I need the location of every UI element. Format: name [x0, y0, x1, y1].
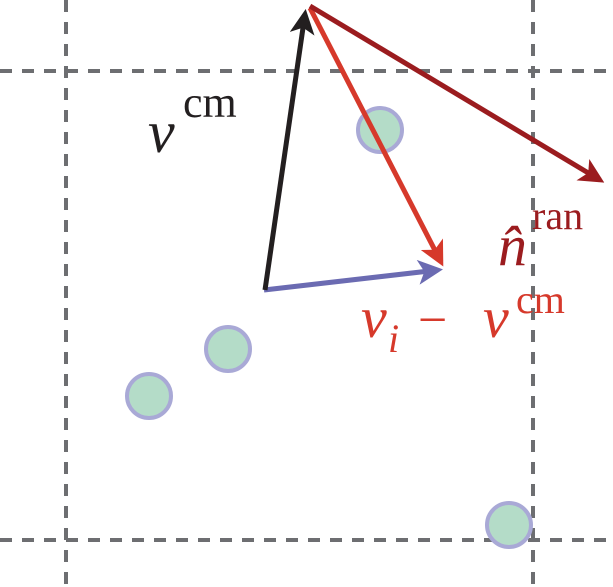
n-ran-superscript: ran: [532, 193, 583, 238]
particle: [204, 325, 252, 373]
particle: [125, 372, 173, 420]
n-ran-arrow: [308, 3, 605, 183]
n-hat-symbol: n̂: [498, 213, 527, 278]
vcm-label: v cm: [148, 78, 237, 165]
arrows: [262, 3, 605, 293]
diff-v2-symbol: v: [483, 285, 509, 350]
diff-minus: −: [418, 292, 447, 349]
n-ran-label: n̂ ran: [498, 193, 583, 278]
vi-minus-vcm-arrow: [307, 6, 444, 267]
diff-subscript: i: [388, 316, 399, 361]
vcm-symbol: v: [148, 99, 175, 165]
vcm-superscript: cm: [183, 78, 237, 127]
diff-v-symbol: v: [361, 285, 387, 350]
particles: [125, 106, 533, 549]
particle: [485, 501, 533, 549]
diff-superscript: cm: [516, 277, 565, 322]
relative-velocity-arrow: [263, 259, 443, 293]
vi-minus-vcm-label: v i − v cm: [361, 277, 565, 361]
vcm-arrow: [262, 9, 315, 291]
